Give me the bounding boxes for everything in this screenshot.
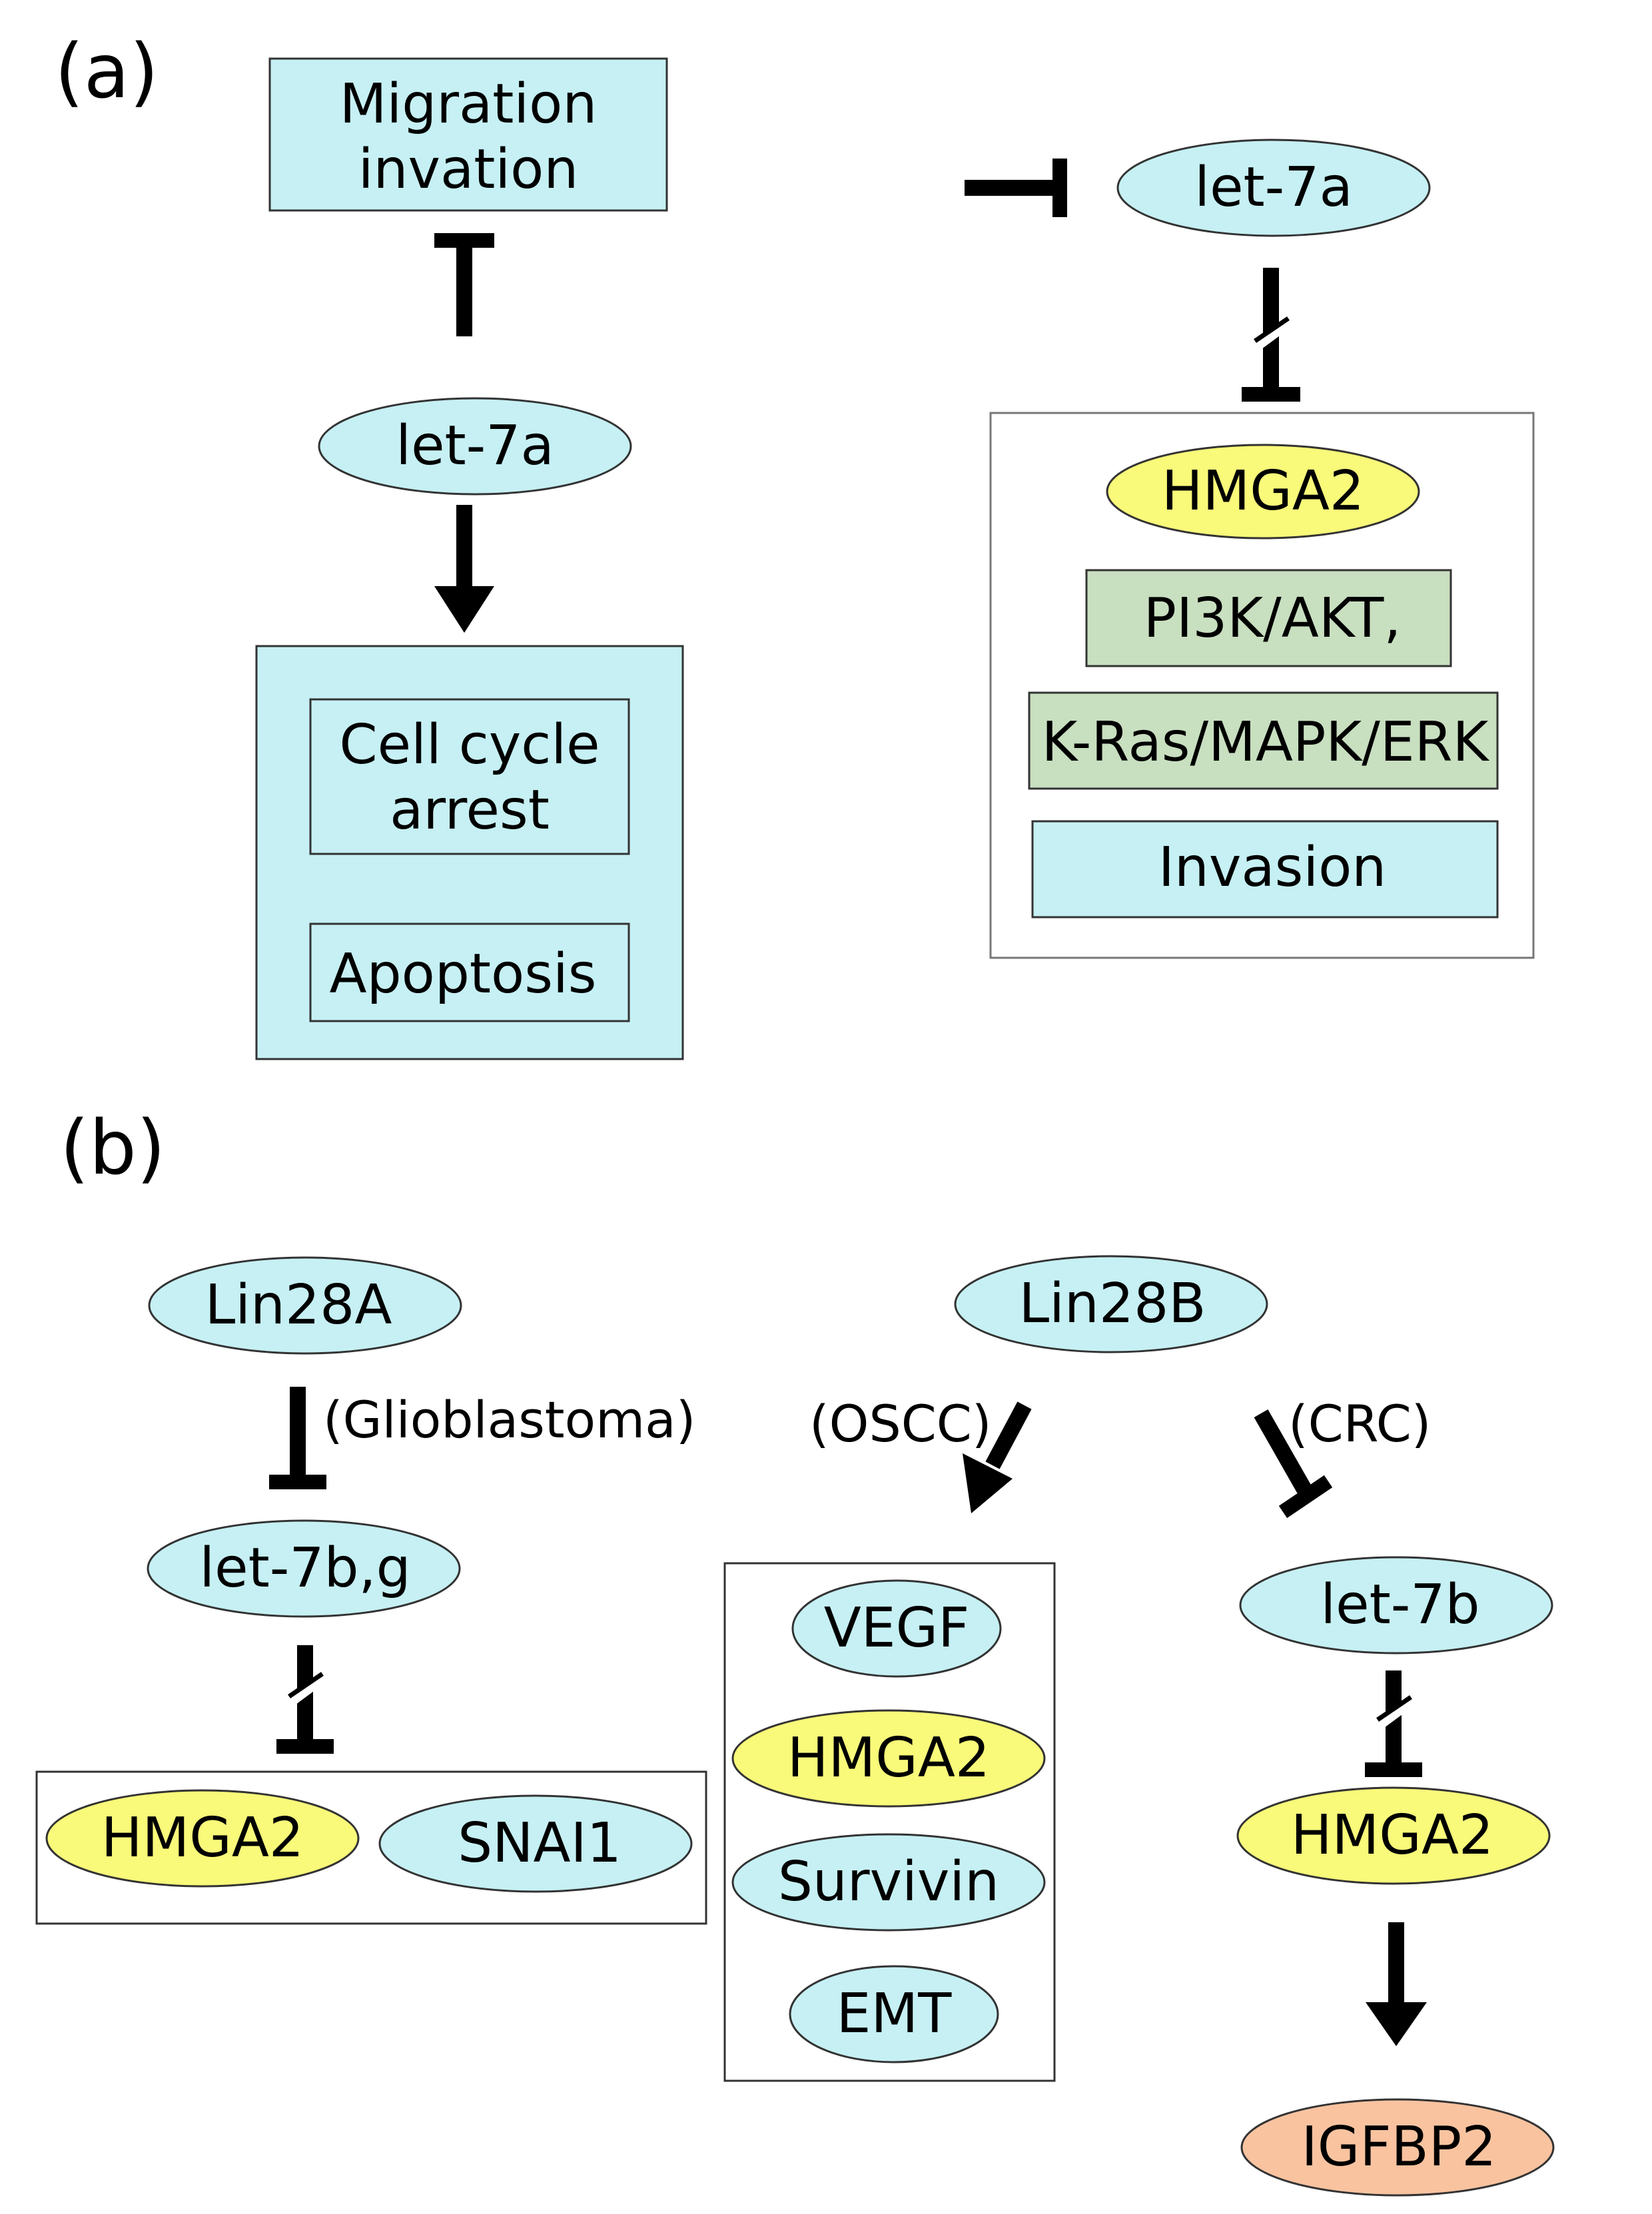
let7b-node (1239, 1556, 1553, 1655)
hmga2-a-label: HMGA2 (1162, 460, 1364, 523)
pi3k-akt-label: PI3K/AKT, (1144, 587, 1402, 650)
hmga2-left-label: HMGA2 (101, 1806, 304, 1870)
cell-cycle-label-line2: arrest (390, 779, 550, 842)
broken-inhibit-let7a-targets (1242, 268, 1300, 402)
arrow-hmga2-igfbp2 (1366, 1922, 1427, 2046)
emt-label: EMT (837, 1982, 953, 2045)
hmga2-mid-node (731, 1709, 1046, 1808)
kras-mapk-erk-label: K-Ras/MAPK/ERK (1042, 711, 1490, 774)
let7a-right-node (1116, 139, 1431, 237)
let7a-left-node (318, 397, 632, 496)
hmga2-a-node (1106, 444, 1420, 540)
oscc-label: (OSCC) (809, 1394, 992, 1453)
broken-inhibit-let7b-hmga2 (1365, 1670, 1422, 1777)
vegf-label: VEGF (824, 1597, 970, 1660)
panel-label-a: (a) (55, 29, 159, 115)
crc-label: (CRC) (1288, 1394, 1431, 1453)
apoptosis-label: Apoptosis (330, 942, 597, 1006)
hmga2-mid-label: HMGA2 (787, 1726, 990, 1790)
snai1-label: SNAI1 (458, 1812, 621, 1875)
hmga2-left-node (45, 1789, 360, 1888)
kras-mapk-erk-box (1028, 691, 1499, 790)
let7a-left-label: let-7a (396, 414, 554, 478)
glioblastoma-label: (Glioblastoma) (323, 1390, 695, 1449)
let7a-right-label: let-7a (1194, 156, 1352, 219)
lin28b-node (954, 1255, 1268, 1353)
invasion-label: Invasion (1158, 836, 1387, 899)
igfbp2-node (1240, 2098, 1555, 2197)
lin28a-node (148, 1256, 462, 1355)
let7bg-label: let-7b,g (199, 1537, 410, 1600)
migration-label-line2: invation (358, 138, 579, 201)
inhibit-lin28a-let7bg (269, 1387, 326, 1489)
lin28a-label: Lin28A (205, 1274, 392, 1337)
invasion-box (1031, 820, 1499, 919)
inhibit-to-let7a-right (965, 159, 1067, 217)
emt-node (789, 1965, 999, 2063)
survivin-label: Survivin (778, 1850, 999, 1914)
panel-label-b: (b) (60, 1105, 165, 1192)
snai1-node (378, 1794, 693, 1893)
let7bg-node (147, 1519, 461, 1618)
migration-invation-box (268, 57, 668, 212)
broken-inhibit-let7bg-targets (276, 1645, 334, 1754)
hmga2-right-node (1236, 1786, 1551, 1885)
let7b-label: let-7b (1320, 1573, 1479, 1637)
inhibit-lin28b-let7b (1254, 1409, 1333, 1519)
apoptosis-box (309, 922, 630, 1022)
migration-label-line1: Migration (340, 73, 598, 136)
cell-cycle-label-line1: Cell cycle (339, 713, 600, 777)
cell-cycle-arrest-box (309, 698, 630, 855)
inhibit-let7a-migration (434, 233, 494, 336)
pi3k-akt-box (1085, 569, 1452, 667)
vegf-node (791, 1579, 1002, 1678)
igfbp2-label: IGFBP2 (1302, 2115, 1497, 2179)
survivin-node (731, 1833, 1046, 1932)
hmga2-right-label: HMGA2 (1291, 1804, 1493, 1867)
arrow-let7a-outcomes (434, 505, 494, 633)
lin28b-label: Lin28B (1019, 1272, 1206, 1335)
arrow-lin28b-oscc (963, 1401, 1032, 1513)
